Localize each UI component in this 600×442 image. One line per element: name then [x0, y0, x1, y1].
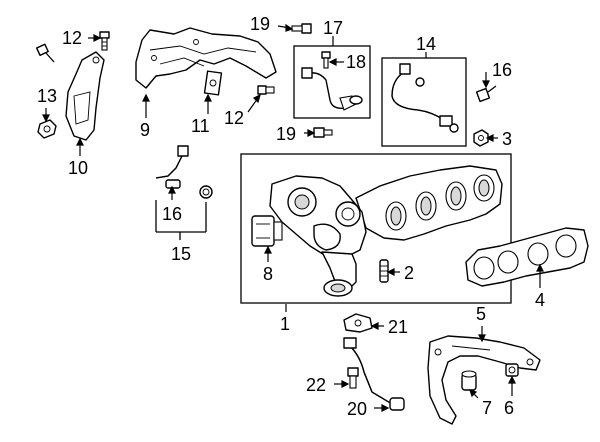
sleeve-7 [461, 370, 477, 391]
callout-18: 18 [346, 52, 366, 72]
oil-line-17 [301, 67, 357, 111]
callout-2: 2 [404, 263, 414, 283]
callout-19-top: 19 [250, 14, 270, 34]
callout-21: 21 [388, 317, 408, 337]
nut-13 [37, 119, 57, 139]
exhaust-manifold [355, 165, 503, 241]
coolant-line-14 [391, 63, 459, 133]
stud-2 [379, 259, 389, 283]
leader-lines [42, 23, 544, 412]
callout-20: 20 [347, 399, 367, 419]
callout-11: 11 [191, 116, 210, 136]
bolt-13-top [35, 43, 55, 63]
callout-8: 8 [263, 264, 273, 284]
gasket-11 [203, 70, 223, 96]
group-box-14 [381, 57, 467, 147]
callout-12-top-left: 12 [62, 28, 82, 48]
callout-10: 10 [68, 158, 88, 178]
callout-9: 9 [140, 120, 150, 140]
callout-12-mid: 12 [224, 108, 244, 128]
bolt-12-mid [257, 85, 275, 95]
callout-7: 7 [482, 398, 492, 418]
pipe-15 [155, 145, 213, 199]
bracket-5 [427, 335, 541, 425]
callout-16-right: 16 [492, 60, 512, 80]
wastegate-actuator-8 [251, 215, 283, 247]
callout-17: 17 [323, 18, 343, 38]
nut-3 [473, 129, 489, 147]
bolt-19-top [291, 23, 312, 34]
callout-19-lower: 19 [276, 124, 296, 144]
callout-5: 5 [476, 304, 486, 324]
callout-1: 1 [280, 314, 290, 334]
callout-6: 6 [504, 398, 514, 418]
bolt-18 [321, 51, 331, 69]
bolt-16-right [475, 85, 497, 103]
callout-4: 4 [535, 290, 545, 310]
group-box-17 [293, 45, 371, 119]
manifold-gasket-4 [465, 227, 589, 287]
callout-labels: 12 13 10 9 11 12 19 17 18 19 14 16 3 16 … [37, 14, 545, 419]
callout-14: 14 [416, 34, 436, 54]
group-box-1 [240, 153, 512, 304]
callout-15: 15 [171, 244, 191, 264]
bracket-10 [65, 51, 105, 141]
oil-return-pipe-20 [343, 337, 405, 411]
washer-18 [349, 95, 363, 105]
bracket-lines-15 [155, 200, 207, 240]
bolt-12-top-left [99, 31, 110, 51]
callout-16-group15: 16 [162, 204, 182, 224]
callout-22: 22 [306, 375, 326, 395]
turbocharger-body [269, 175, 367, 297]
heat-shield-9 [135, 27, 277, 89]
callout-3: 3 [502, 129, 512, 149]
bolt-22 [347, 367, 359, 389]
bolt-19-lower [313, 127, 333, 138]
flange-21 [343, 313, 373, 333]
nut-6 [505, 363, 519, 377]
callout-13: 13 [37, 86, 57, 106]
